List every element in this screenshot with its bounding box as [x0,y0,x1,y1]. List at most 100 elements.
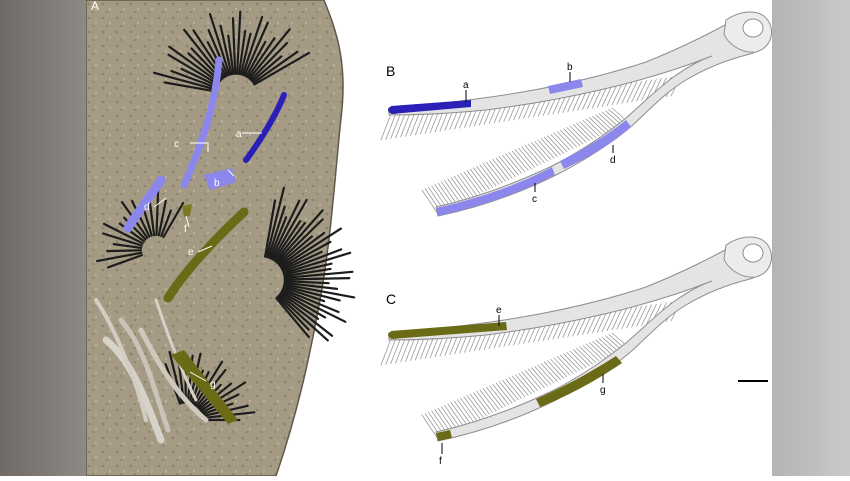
feather-stroke [586,119,602,134]
feather-stroke [599,339,615,354]
feather-stroke [593,341,609,356]
feather-stroke [577,348,593,364]
feather-stroke [554,133,570,150]
panel-label-b: B [386,63,395,79]
feather-stroke [448,179,464,202]
panel-b-label-b: b [567,62,573,73]
feather-stroke [632,306,642,327]
feather-stroke [441,182,457,205]
feather-stroke [467,171,483,193]
feather-stroke [544,362,560,380]
feather-stroke [532,368,548,386]
feather-stroke [561,355,577,372]
feather-stroke [467,396,483,418]
feather-stroke [525,371,541,390]
feather-stroke [548,136,564,153]
feather-stroke [551,359,567,376]
feather-stroke [451,403,467,426]
photo-label-g: g [210,379,216,390]
feather-stroke [617,308,627,329]
feather-stroke [457,400,473,422]
highlight-e-tip [388,331,400,339]
feather-stroke [396,112,406,138]
feather-stroke [580,122,596,138]
feather-stroke [464,172,480,194]
feather-stroke [602,112,618,127]
feather-stroke [522,372,538,391]
feather-stroke [441,407,457,430]
feather-stroke [622,307,632,328]
feather-stroke [557,357,573,374]
feather-stroke [454,176,470,198]
feather-stroke [461,173,477,195]
orbit [743,19,763,37]
feather-stroke [541,364,557,382]
panel-b-label-d: d [610,155,616,166]
feather-stroke [627,82,637,103]
panel-c-label-f: f [439,456,442,467]
photo-label-e: e [188,247,194,258]
feather-stroke [590,343,606,358]
left-letterbox [0,0,86,476]
feather-stroke [596,115,612,130]
feather-stroke [470,169,486,190]
feather-stroke [490,161,506,182]
feather-stroke [483,164,499,185]
panel-c-label-g: g [600,385,606,396]
panel-label-a: A [91,0,99,13]
panel-label-c: C [386,291,396,307]
feather-stroke [525,146,541,165]
feather-stroke [470,394,486,415]
feather-stroke [515,150,531,169]
feather-stroke [509,378,525,397]
feather-stroke [451,178,467,201]
feather-stroke [386,113,396,139]
photo-label-f: f [184,224,187,235]
feather-stroke [107,250,141,251]
feather-stroke [637,81,647,102]
feather-stroke [548,361,564,378]
highlight-d-bone [560,120,631,169]
feather-stroke [464,397,480,419]
feather-stroke [602,337,618,352]
feather-stroke [528,369,544,387]
feather-stroke [396,337,406,363]
feather-stroke [637,306,647,327]
feather-stroke [496,158,512,178]
feather-stroke [496,383,512,403]
feather-stroke [391,338,401,364]
feather-stroke [573,125,589,141]
feather-stroke [570,351,586,367]
feather-stroke [541,139,557,157]
feather-stroke [590,118,606,133]
photo-label-b: b [214,178,220,189]
highlight-a-tip [388,106,400,114]
feather-stroke [554,358,570,375]
feather-stroke [519,373,535,392]
feather-stroke [564,129,580,146]
feather-stroke [538,365,554,383]
feather-stroke [381,114,391,140]
feather-stroke [506,379,522,399]
feather-stroke [583,346,599,362]
feather-stroke [573,350,589,366]
feather-stroke [480,165,496,186]
feather-stroke [557,132,573,149]
feather-stroke [583,121,599,137]
feather-stroke [509,153,525,172]
feather-stroke [474,393,490,414]
figure-canvas: c a b d e f g A [86,0,772,476]
feather-stroke [386,338,396,364]
feather-stroke [506,154,522,174]
photo-label-c: c [174,139,179,150]
feather-stroke [381,339,391,365]
feather-stroke [454,401,470,423]
feather-stroke [567,353,583,369]
feather-stroke [285,278,350,279]
feather-stroke [503,155,519,175]
feather-stroke [461,398,477,420]
feather-stroke [512,151,528,170]
feather-stroke [477,391,493,412]
feather-stroke [593,116,609,131]
